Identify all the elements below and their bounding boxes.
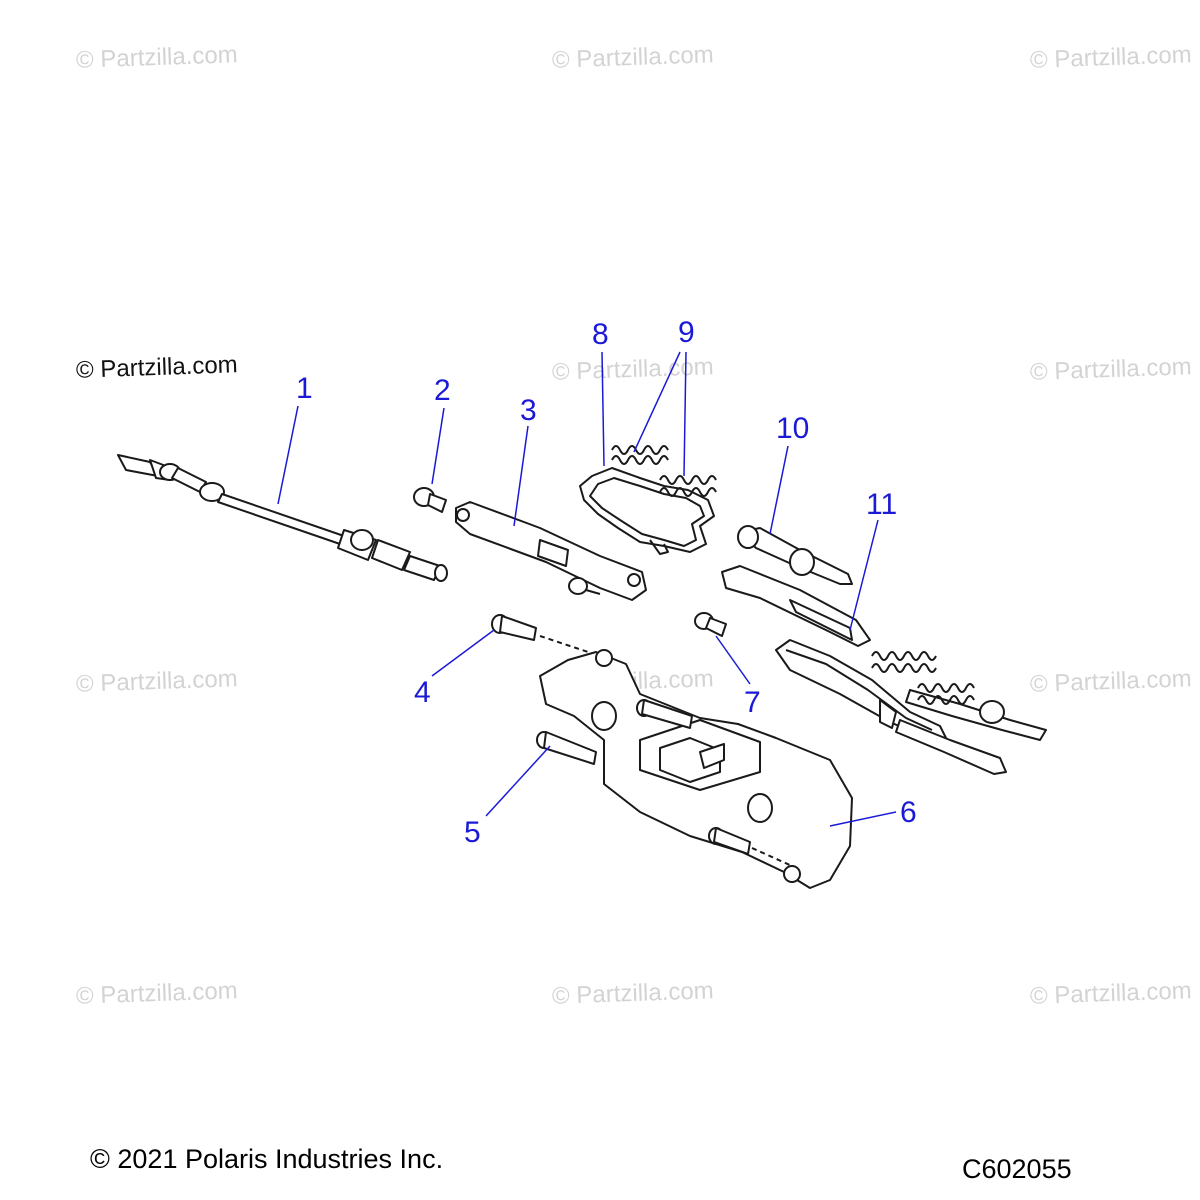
diagram-code: C602055 bbox=[962, 1154, 1072, 1184]
callout-4: 4 bbox=[414, 676, 431, 709]
callout-11: 11 bbox=[866, 488, 898, 521]
part-1-shift-cable[interactable] bbox=[117, 454, 448, 582]
part-6-housing[interactable] bbox=[539, 649, 853, 889]
part-7-screw[interactable] bbox=[694, 612, 727, 637]
callout-2: 2 bbox=[434, 374, 451, 407]
part-2-bolt[interactable] bbox=[413, 487, 447, 513]
callout-1: 1 bbox=[296, 372, 313, 405]
part-9-springs-lower[interactable] bbox=[871, 651, 975, 705]
callout-6: 6 bbox=[900, 796, 917, 829]
part-11-pawl-assembly[interactable] bbox=[721, 565, 1047, 775]
callout-8: 8 bbox=[592, 318, 609, 351]
part-9-springs-upper[interactable] bbox=[611, 445, 717, 497]
callout-9: 9 bbox=[678, 316, 695, 349]
callout-10: 10 bbox=[776, 412, 810, 445]
callout-7: 7 bbox=[744, 686, 761, 719]
callout-leader-lines bbox=[277, 351, 897, 827]
part-5-bolts[interactable] bbox=[536, 699, 793, 867]
callout-3: 3 bbox=[520, 394, 537, 427]
callout-5: 5 bbox=[464, 816, 481, 849]
copyright-text: © 2021 Polaris Industries Inc. bbox=[90, 1144, 444, 1174]
part-4-bolt[interactable] bbox=[491, 614, 601, 657]
part-8-retaining-clip[interactable] bbox=[579, 467, 715, 555]
part-3-link-arm[interactable] bbox=[455, 501, 647, 601]
part-10-pawl[interactable] bbox=[737, 525, 853, 585]
